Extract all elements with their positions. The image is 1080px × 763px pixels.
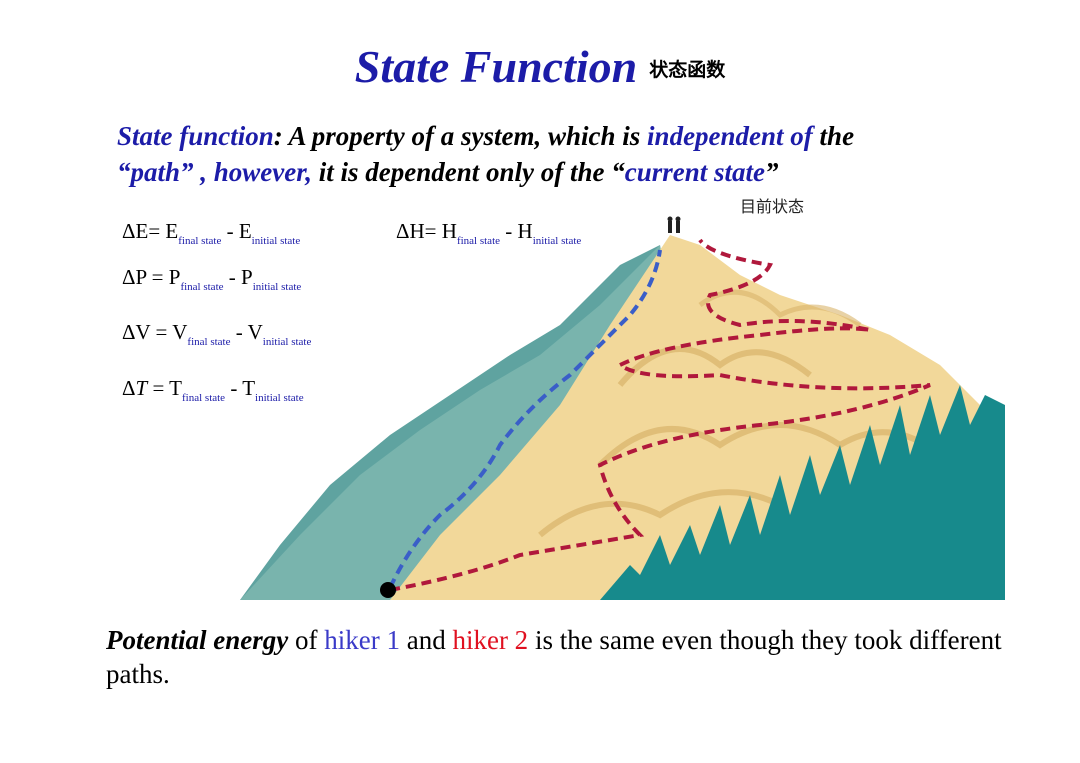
mountain-ridge [538, 489, 782, 538]
equation-delta-t: ΔT = Tfinal state - Tinitial state [122, 376, 304, 404]
eq-v-lhs: ΔV = V [122, 320, 188, 344]
def-path: “path” , however, [117, 157, 313, 187]
caption-t2: and [399, 625, 453, 655]
eq-e-final: final state [178, 235, 222, 247]
title-chinese: 状态函数 [649, 59, 726, 81]
slide-title: State Function 状态函数 [0, 40, 1080, 93]
eq-e-lhs: ΔE= E [122, 219, 179, 243]
eq-t-initial: initial state [255, 392, 304, 404]
mountain-ridge [617, 346, 812, 387]
caption-hiker2: hiker 2 [452, 625, 529, 655]
caption-hiker1: hiker 1 [324, 625, 400, 655]
eq-t-delta: Δ [122, 376, 136, 400]
def-text2: it is dependent only of the “ [312, 157, 625, 187]
def-close: ” [765, 157, 779, 187]
eq-h-mid: - H [500, 219, 533, 243]
hiker2-path [389, 238, 931, 592]
eq-h-final: final state [456, 235, 501, 247]
eq-v-mid: - V [230, 320, 263, 344]
start-point [380, 582, 396, 598]
eq-v-final: final state [187, 336, 231, 348]
eq-p-mid: - P [223, 265, 253, 289]
eq-e-initial: initial state [251, 235, 301, 247]
def-term: State function [117, 121, 274, 151]
hiker1-path [388, 249, 662, 589]
caption-t1: of [288, 625, 325, 655]
eq-p-lhs: ΔP = P [122, 265, 181, 289]
eq-p-final: final state [180, 281, 224, 293]
eq-v-initial: initial state [262, 336, 312, 348]
title-main: State Function [354, 41, 638, 92]
eq-e-mid: - E [221, 219, 252, 243]
eq-t-final: final state [182, 392, 226, 404]
eq-h-lhs: ΔH= H [396, 219, 457, 243]
equation-delta-p: ΔP = Pfinal state - Pinitial state [122, 265, 301, 293]
eq-t-var: T [135, 376, 148, 400]
current-state-note: 目前状态 [740, 197, 805, 216]
eq-t-mid: - T [225, 376, 256, 400]
hikers-icon [667, 216, 681, 233]
definition-text: State function: A property of a system, … [117, 118, 997, 190]
equation-delta-e: ΔE= Efinal state - Einitial state [122, 219, 300, 247]
mountain-illustration [240, 216, 1005, 600]
def-text1: A property of a system, which is [282, 121, 648, 151]
caption-t3: is the same even though they took differ… [106, 625, 1002, 689]
eq-p-initial: initial state [252, 281, 302, 293]
equation-delta-h: ΔH= Hfinal state - Hinitial state [396, 219, 581, 247]
def-colon: : [273, 121, 283, 151]
eq-t-lhs: = T [147, 376, 182, 400]
equation-delta-v: ΔV = Vfinal state - Vinitial state [122, 320, 311, 348]
bottom-caption: Potential energy of hiker 1 and hiker 2 … [106, 623, 1006, 691]
def-current: current state [624, 157, 766, 187]
def-independent: independent of [647, 121, 813, 151]
def-the: the [812, 121, 855, 151]
eq-h-initial: initial state [532, 235, 582, 247]
caption-potential-energy: Potential energy [106, 625, 289, 655]
forest [600, 385, 1005, 600]
